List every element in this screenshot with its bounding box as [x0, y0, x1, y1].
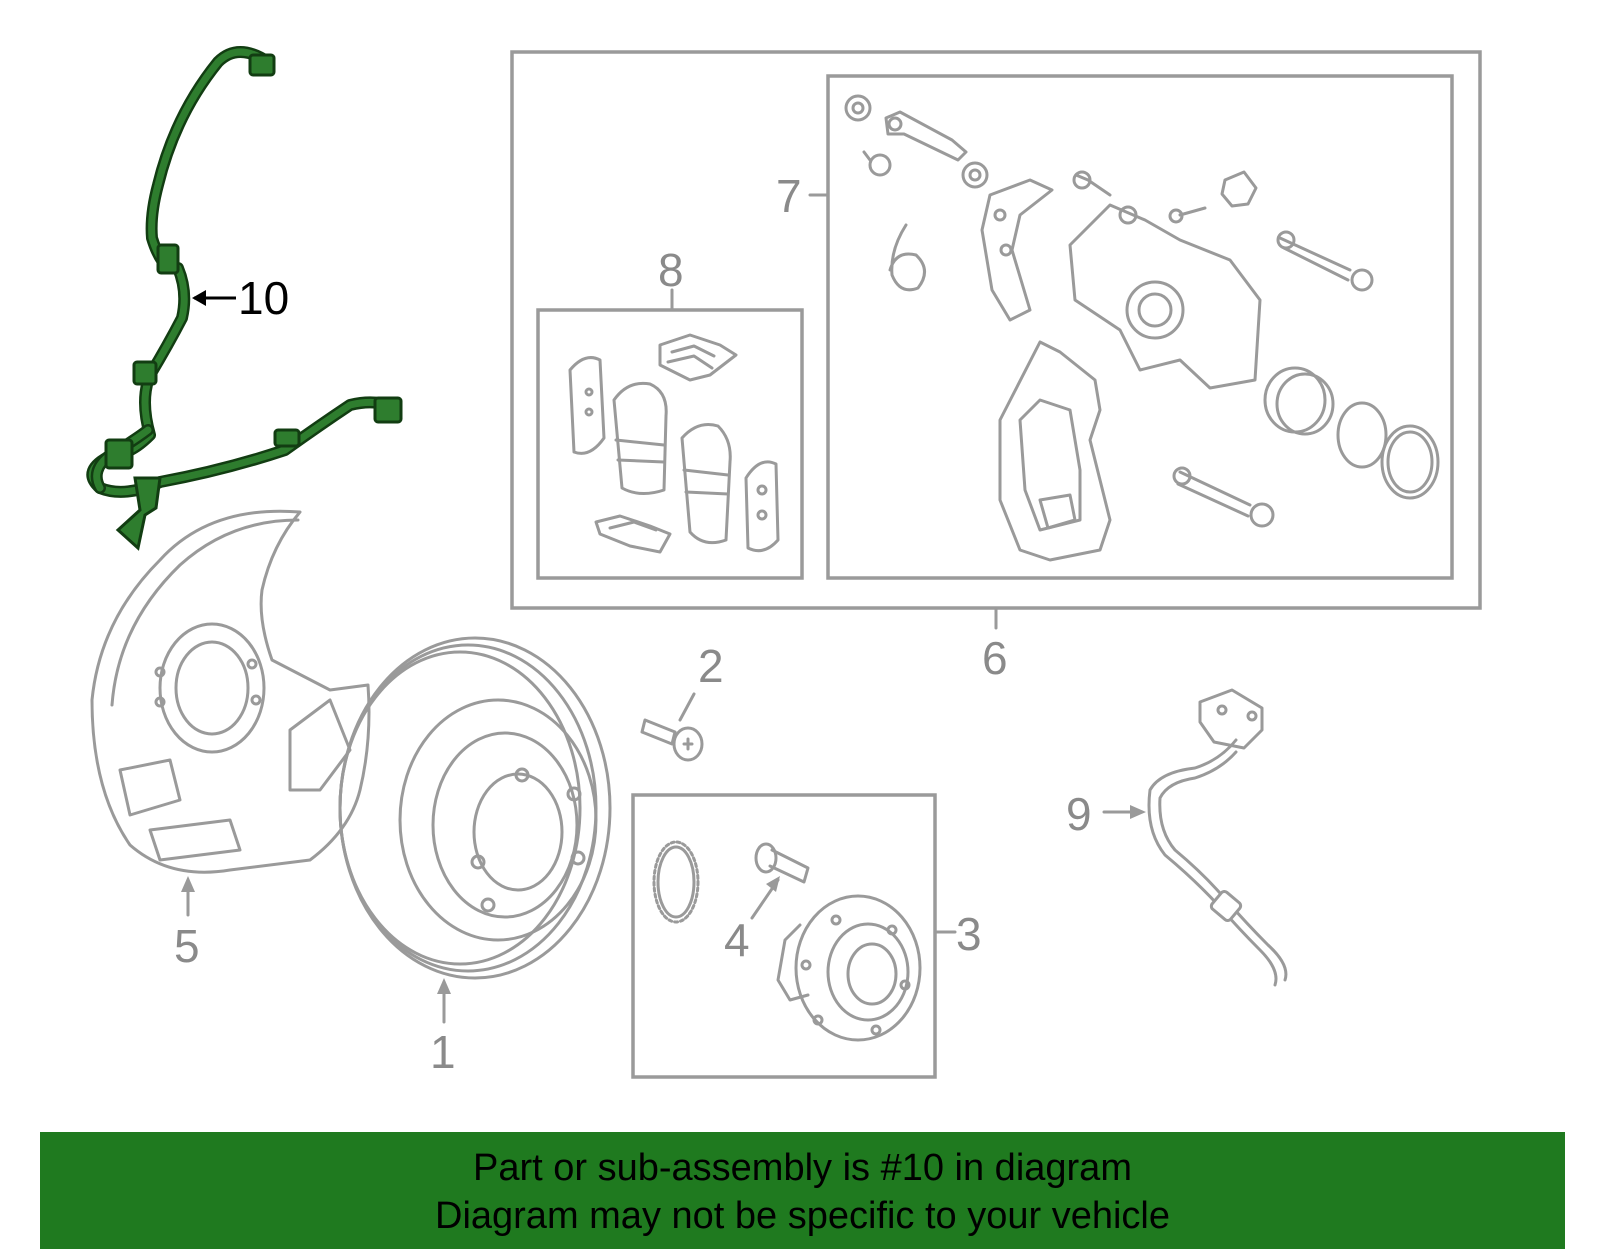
- part-1-brake-rotor[interactable]: [338, 636, 612, 980]
- callout-3: 3: [933, 908, 982, 960]
- part-4-wheel-stud[interactable]: [754, 842, 810, 884]
- banner-line-1: Part or sub-assembly is #10 in diagram: [473, 1147, 1132, 1189]
- callout-6-label: 6: [982, 632, 1008, 684]
- part-8-brake-pad-set[interactable]: [568, 333, 780, 554]
- callout-10: 10: [192, 272, 289, 324]
- callout-4: 4: [724, 876, 780, 966]
- callout-5-label: 5: [174, 920, 200, 972]
- callout-1: 1: [430, 978, 456, 1078]
- part-10-abs-sensor-harness[interactable]: [86, 46, 403, 551]
- callout-2-label: 2: [698, 640, 724, 692]
- callout-9-label: 9: [1066, 788, 1092, 840]
- assembly-box-6: [510, 50, 1482, 610]
- notice-banner: Part or sub-assembly is #10 in diagram D…: [40, 1132, 1565, 1249]
- banner-line-2: Diagram may not be specific to your vehi…: [435, 1195, 1170, 1237]
- part-2-rotor-screw[interactable]: [640, 718, 704, 762]
- callout-5: 5: [174, 876, 200, 972]
- callout-1-label: 1: [430, 1026, 456, 1078]
- callout-7: 7: [776, 170, 830, 222]
- assembly-box-8: [536, 308, 804, 580]
- part-9-brake-hose[interactable]: [1147, 688, 1288, 987]
- assembly-box-7: [826, 74, 1454, 580]
- callout-3-label: 3: [956, 908, 982, 960]
- callout-6: 6: [982, 606, 1008, 684]
- callout-2: 2: [678, 640, 724, 722]
- assembly-box-3: [631, 793, 937, 1079]
- callout-4-label: 4: [724, 914, 750, 966]
- callout-7-label: 7: [776, 170, 802, 222]
- part-3-hub-bearing[interactable]: [652, 840, 922, 1042]
- part-5-backing-plate[interactable]: [90, 509, 371, 874]
- callout-10-label: 10: [238, 272, 289, 324]
- callout-8: 8: [658, 244, 684, 312]
- callout-9: 9: [1066, 788, 1146, 840]
- callout-8-label: 8: [658, 244, 684, 296]
- part-7-caliper-hardware[interactable]: [844, 94, 1440, 562]
